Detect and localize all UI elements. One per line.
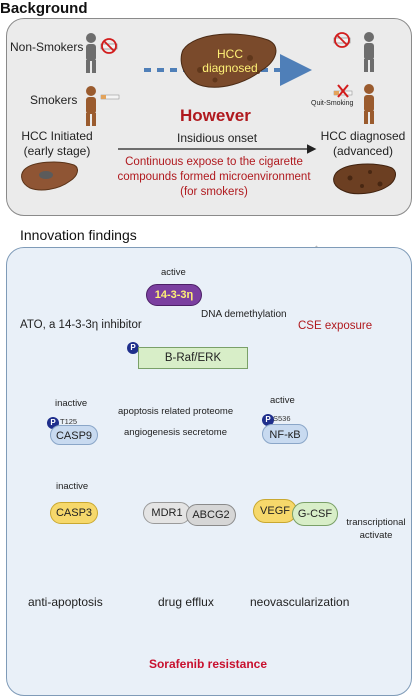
sorafenib-resistance-label: Sorafenib resistance <box>148 657 268 671</box>
hcc-diagnosed-advanced-label: HCC diagnosed (advanced) <box>320 129 406 158</box>
t125-site-label: T125 <box>60 417 78 426</box>
non-smoker-person-right-icon <box>364 32 374 72</box>
innovation-panel <box>6 247 412 696</box>
advanced-liver-icon <box>333 163 396 195</box>
vegf-node: VEGF <box>253 499 297 523</box>
inactive-label-2: inactive <box>56 481 89 492</box>
cse-exposure-label: CSE exposure <box>298 320 373 332</box>
s536-site-label: S536 <box>273 414 291 423</box>
active-top-label: active <box>161 267 186 278</box>
casp9-node: CASP9 <box>50 425 98 445</box>
phospho-badge-nfkb: P <box>262 414 274 426</box>
hcc-diagnosed-liver-label: HCC diagnosed <box>202 47 258 75</box>
casp3-node: CASP3 <box>50 502 98 524</box>
smokers-label: Smokers <box>30 93 78 107</box>
apoptosis-proteome-label: apoptosis related proteome <box>118 406 234 417</box>
neovascularization-label: neovascularization <box>250 595 350 609</box>
quit-smoking-icon <box>333 84 353 98</box>
quit-smoking-label: Quit-Smoking <box>311 100 354 107</box>
diagnosed-liver-icon <box>180 33 277 88</box>
insidious-onset-label: Insidious onset <box>177 131 258 145</box>
dna-demethylation-label: DNA demethylation <box>201 309 287 320</box>
ato-label: ATO, a 14-3-3η inhibitor <box>20 319 142 331</box>
braf-erk-node: B-Raf/ERK <box>138 347 248 369</box>
protein-14-3-3-node: 14-3-3η <box>146 284 202 306</box>
inactive-label-1: inactive <box>55 398 88 409</box>
however-label: However <box>180 106 251 125</box>
no-smoking-icon <box>100 38 118 54</box>
mdr1-node: MDR1 <box>143 502 191 524</box>
transcriptional-activate-label: transcriptional activate <box>346 517 406 541</box>
background-title: Background <box>0 0 88 17</box>
smoker-person-right-icon <box>364 84 374 124</box>
abcg2-node: ABCG2 <box>186 504 236 526</box>
non-smokers-label: Non-Smokers <box>10 40 84 54</box>
non-smoker-person-icon <box>86 33 96 73</box>
no-smoking-icon-right <box>333 32 351 48</box>
continuous-exposure-text: Continuous expose to the cigarette compo… <box>117 156 311 198</box>
active-label-2: active <box>270 395 295 406</box>
angiogenesis-secretome-label: angiogenesis secretome <box>124 427 227 438</box>
smoker-person-icon <box>86 86 96 126</box>
drug-efflux-label: drug efflux <box>158 595 214 609</box>
innovation-title: Innovation findings <box>20 227 137 243</box>
phospho-badge-braf: P <box>127 342 139 354</box>
anti-apoptosis-label: anti-apoptosis <box>28 595 103 609</box>
nfkb-node: NF-κB <box>262 424 308 444</box>
gcsf-node: G-CSF <box>292 502 338 526</box>
cigarette-icon <box>100 94 120 100</box>
hcc-initiated-label: HCC Initiated (early stage) <box>21 129 93 158</box>
